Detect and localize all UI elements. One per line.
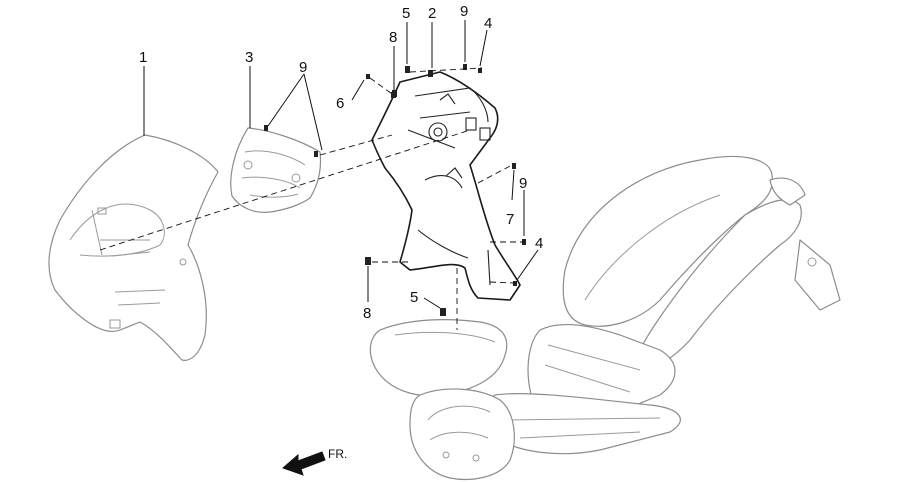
front-fender	[409, 388, 515, 481]
part-headlight-bracket	[230, 125, 322, 213]
callout-8-top: 8	[389, 29, 397, 46]
fastener-5-bottom	[440, 308, 446, 316]
license-plate-holder	[794, 239, 841, 311]
leader-lines	[143, 20, 539, 309]
callout-4-top: 4	[484, 15, 492, 32]
arrow-left-icon	[282, 451, 326, 476]
headlight-bracket-frame	[230, 127, 322, 213]
fastener-9-top	[463, 64, 467, 70]
fastener-4-right	[513, 281, 517, 286]
scooter-front-legshield	[369, 319, 508, 397]
front-direction-label: FR.	[328, 447, 347, 461]
fastener-6	[366, 74, 370, 79]
callout-4-right: 4	[535, 235, 543, 252]
callout-labels: 1 3 9 5 2 9 4 8 6 9 7 4 8 5	[139, 3, 543, 322]
callout-5-top: 5	[402, 5, 410, 22]
scooter-rear-fairing	[629, 199, 802, 373]
inner-panel-outline	[371, 71, 521, 301]
scooter-footboard	[485, 393, 681, 455]
part-inner-panel	[371, 70, 521, 301]
callout-9-bracket: 9	[299, 59, 307, 76]
callout-9-top: 9	[460, 3, 468, 20]
scooter-frame	[369, 155, 841, 481]
callout-5-bottom: 5	[410, 289, 418, 306]
callout-7: 7	[506, 211, 514, 228]
callout-3: 3	[245, 49, 253, 66]
callout-9-right: 9	[519, 175, 527, 192]
fastener-8-top	[391, 92, 396, 98]
assembly-lines	[99, 67, 524, 330]
fastener-7	[512, 163, 516, 169]
callout-1: 1	[139, 49, 147, 66]
callout-6: 6	[336, 95, 344, 112]
part-front-shield	[48, 134, 219, 361]
fastener-4-top	[478, 68, 482, 73]
callout-8-left: 8	[363, 305, 371, 322]
front-direction-indicator: FR.	[282, 447, 347, 476]
rear-light	[769, 177, 806, 206]
fastener-8-left	[365, 257, 371, 265]
fastener-5-top	[405, 66, 410, 73]
front-shield-panel	[48, 134, 219, 361]
callout-2: 2	[428, 5, 436, 22]
